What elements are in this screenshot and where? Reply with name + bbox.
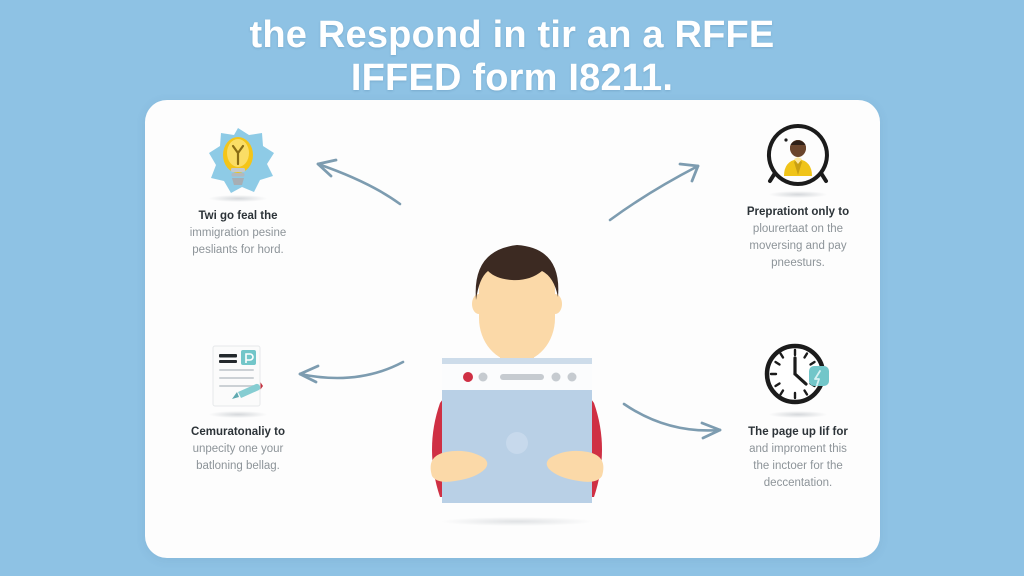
arrow-bottom-right bbox=[612, 392, 737, 457]
quadrant-line: deccentation. bbox=[763, 477, 833, 489]
arrow-top-left bbox=[300, 142, 410, 222]
title-line-1: the Respond in tir an a RFFE bbox=[249, 14, 775, 56]
quadrant-line: pesliants for hord. bbox=[192, 244, 284, 256]
document-checklist-icon bbox=[193, 338, 283, 418]
quadrant-line: Cemuratonaliy to bbox=[191, 426, 285, 438]
icon-shadow bbox=[209, 195, 267, 202]
clock-icon bbox=[753, 338, 843, 418]
quadrant-line: moversing and pay bbox=[749, 240, 847, 252]
quadrant-bottom-left-text: Cemuratonaliy to unpecity one your batlo… bbox=[163, 424, 313, 475]
arrow-bottom-left bbox=[278, 352, 413, 417]
person-holding-tablet-illustration bbox=[404, 228, 630, 528]
lightbulb-icon bbox=[193, 122, 283, 202]
icon-shadow bbox=[769, 411, 827, 418]
quadrant-line: the inctoer for the bbox=[753, 460, 843, 472]
quadrant-line: pneesturs. bbox=[771, 257, 825, 269]
quadrant-line: and improment this bbox=[749, 443, 847, 455]
quadrant-top-left: Twi go feal the immigration pesine pesli… bbox=[163, 122, 313, 259]
quadrant-bottom-right: The page up Iif for and improment this t… bbox=[718, 338, 878, 492]
title-line-2: IFFED form I8211. bbox=[350, 57, 674, 99]
quadrant-line: The page up Iif for bbox=[748, 426, 848, 438]
quadrant-bottom-left: Cemuratonaliy to unpecity one your batlo… bbox=[163, 338, 313, 475]
quadrant-top-left-text: Twi go feal the immigration pesine pesli… bbox=[163, 208, 313, 259]
page-title: the Respond in tir an a RFFE IFFED form … bbox=[0, 14, 1024, 100]
icon-shadow bbox=[209, 411, 267, 418]
icon-shadow bbox=[769, 191, 827, 198]
person-in-circle-icon bbox=[753, 118, 843, 198]
quadrant-top-right: Preprationt only to plourertaat on the m… bbox=[718, 118, 878, 272]
quadrant-line: Twi go feal the bbox=[198, 210, 278, 222]
quadrant-top-right-text: Preprationt only to plourertaat on the m… bbox=[718, 204, 878, 272]
arrow-top-right bbox=[600, 140, 720, 235]
quadrant-line: unpecity one your bbox=[192, 443, 284, 455]
quadrant-line: immigration pesine bbox=[189, 227, 287, 239]
quadrant-line: Preprationt only to bbox=[746, 206, 850, 218]
quadrant-bottom-right-text: The page up Iif for and improment this t… bbox=[718, 424, 878, 492]
quadrant-line: batloning bellag. bbox=[196, 460, 280, 472]
figure-shadow bbox=[442, 517, 592, 526]
quadrant-line: plourertaat on the bbox=[752, 223, 844, 235]
